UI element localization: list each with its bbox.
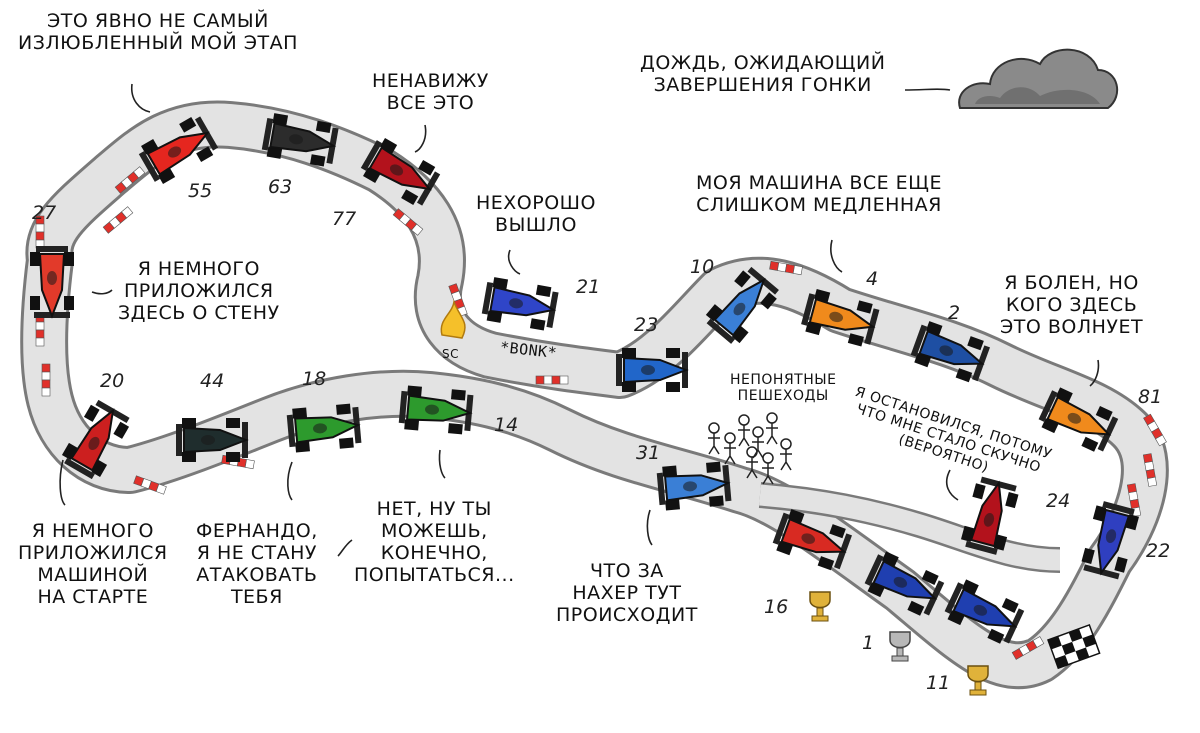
pedestrian-figure (780, 438, 792, 471)
car-27 (30, 246, 74, 319)
car-number-10: 10 (690, 256, 715, 278)
car-number-14: 14 (494, 414, 519, 436)
caption-sick: Я БОЛЕН, НО КОГО ЗДЕСЬ ЭТО ВОЛНУЕТ (1000, 272, 1144, 338)
pedestrian-figure (724, 432, 736, 465)
kerb (1143, 413, 1167, 447)
caption-start-crash: Я НЕМНОГО ПРИЛОЖИЛСЯ МАШИНОЙ НА СТАРТЕ (18, 520, 168, 608)
caption-fernando: ФЕРНАНДО, Я НЕ СТАНУ АТАКОВАТЬ ТЕБЯ (196, 520, 318, 608)
car-number-1: 1 (862, 632, 875, 654)
car-11 (944, 579, 1025, 644)
car-number-2: 2 (948, 302, 961, 324)
trophy-icon-1 (889, 631, 911, 662)
car-81 (1038, 387, 1119, 452)
car-24 (960, 476, 1019, 555)
car-number-81: 81 (1138, 386, 1163, 408)
pedestrian-figure (766, 412, 778, 445)
car-number-20: 20 (100, 370, 125, 392)
kerb (41, 363, 51, 397)
car-21 (481, 277, 559, 331)
caption-whats-going-on: ЧТО ЗА НАХЕР ТУТ ПРОИСХОДИТ (556, 560, 698, 626)
trophy-icon-16 (809, 591, 831, 622)
caption-wall: Я НЕМНОГО ПРИЛОЖИЛСЯ ЗДЕСЬ О СТЕНУ (118, 258, 280, 324)
kerb (35, 313, 45, 347)
car-77 (360, 137, 441, 206)
car-number-24: 24 (1046, 490, 1071, 512)
car-31 (656, 461, 732, 511)
pedestrian-figure (752, 426, 764, 459)
caption-hate-all: НЕНАВИЖУ ВСЕ ЭТО (372, 70, 489, 114)
car-22 (1081, 501, 1140, 580)
kerb (1142, 453, 1158, 487)
pedestrian-figure (762, 452, 774, 485)
chequered-flag-icon (1047, 623, 1101, 670)
car-18 (286, 403, 362, 453)
pedestrian-figure (746, 446, 758, 479)
kerb (35, 215, 45, 249)
kerb (1126, 483, 1142, 517)
kerbs (35, 166, 1167, 660)
car-number-77: 77 (332, 208, 357, 230)
caption-you-can-try: НЕТ, НУ ТЫ МОЖЕШЬ, КОНЕЧНО, ПОПЫТАТЬСЯ..… (354, 498, 515, 586)
kerb (133, 475, 167, 495)
car-number-63: 63 (268, 176, 293, 198)
car-10 (705, 266, 779, 344)
car-number-11: 11 (926, 672, 951, 694)
cars-layer (30, 113, 1140, 644)
car-20 (61, 399, 130, 480)
car-number-55: 55 (188, 180, 213, 202)
pedestrian-figure (738, 414, 750, 447)
caption-least-favorite: ЭТО ЯВНО НЕ САМЫЙ ИЗЛЮБЛЕННЫЙ МОЙ ЭТАП (18, 10, 298, 54)
kerb (535, 375, 569, 385)
cloud-icon (958, 48, 1118, 109)
pedestrian-figure (708, 422, 720, 455)
car-55 (138, 116, 219, 185)
car-number-21: 21 (576, 276, 601, 298)
caption-sc: SC (442, 347, 459, 361)
trophy-icon-11 (967, 665, 989, 696)
car-1 (864, 551, 945, 616)
caption-not-good: НЕХОРОШО ВЫШЛО (476, 192, 596, 236)
car-14 (398, 385, 474, 435)
car-number-18: 18 (302, 368, 327, 390)
caption-car-slow: МОЯ МАШИНА ВСЕ ЕЩЕ СЛИШКОМ МЕДЛЕННАЯ (696, 172, 942, 216)
pedestrians-icon (708, 412, 792, 485)
car-2 (910, 321, 990, 383)
car-number-27: 27 (32, 202, 57, 224)
car-number-44: 44 (200, 370, 225, 392)
car-44 (176, 418, 249, 462)
car-number-16: 16 (764, 596, 789, 618)
kerb (114, 166, 146, 194)
kerb (769, 260, 803, 276)
car-number-23: 23 (634, 314, 659, 336)
caption-pedestrians: НЕПОНЯТНЫЕ ПЕШЕХОДЫ (730, 372, 837, 404)
car-16 (772, 509, 852, 571)
pit-lane-inner (759, 484, 1061, 571)
safety-car-flame-icon (440, 299, 466, 339)
track-inner (23, 103, 1166, 687)
car-4 (801, 288, 880, 347)
kerb (448, 283, 468, 317)
car-number-31: 31 (636, 442, 661, 464)
pointer-lines (59, 83, 1100, 557)
car-number-4: 4 (866, 268, 879, 290)
car-number-22: 22 (1146, 540, 1171, 562)
kerb (392, 208, 424, 236)
kerb (102, 206, 134, 234)
caption-rain: ДОЖДЬ, ОЖИДАЮЩИЙ ЗАВЕРШЕНИЯ ГОНКИ (640, 52, 886, 96)
car-23 (616, 348, 689, 392)
kerb (1011, 636, 1045, 660)
car-63 (261, 113, 339, 167)
